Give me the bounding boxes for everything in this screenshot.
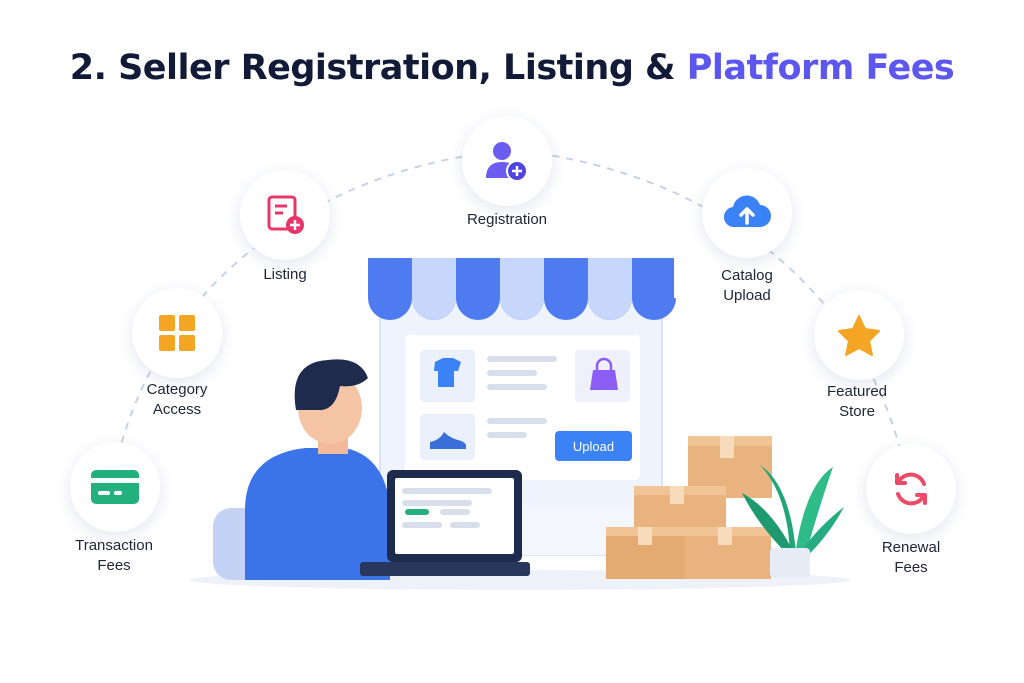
- registration-label: Registration: [466, 211, 548, 228]
- card-icon: [91, 470, 139, 504]
- title-accent: Platform Fees: [686, 48, 955, 88]
- document-plus-icon: [267, 195, 304, 234]
- boxes: [606, 436, 772, 579]
- featured-store-node: [814, 290, 904, 380]
- grid-icon: [159, 315, 195, 351]
- category-access-node: [132, 288, 222, 378]
- refresh-icon: [895, 472, 927, 506]
- renewal-fees-node: [866, 444, 956, 534]
- registration-node: [462, 116, 552, 206]
- upload-button[interactable]: Upload: [555, 431, 632, 461]
- listing-label: Listing: [263, 266, 307, 283]
- shoe-icon: [430, 432, 466, 449]
- tshirt-icon: [434, 358, 461, 387]
- bag-icon: [590, 357, 618, 390]
- page-title: 2. Seller Registration, Listing & Platfo…: [69, 48, 955, 88]
- plant: [742, 465, 844, 578]
- laptop: [360, 470, 530, 576]
- cloud-upload-icon: [723, 195, 771, 228]
- transaction-fees-node: [70, 442, 160, 532]
- listing-node: [240, 170, 330, 260]
- user-plus-icon: [486, 142, 528, 182]
- catalog-upload-node: [702, 168, 792, 258]
- star-icon: [838, 315, 880, 356]
